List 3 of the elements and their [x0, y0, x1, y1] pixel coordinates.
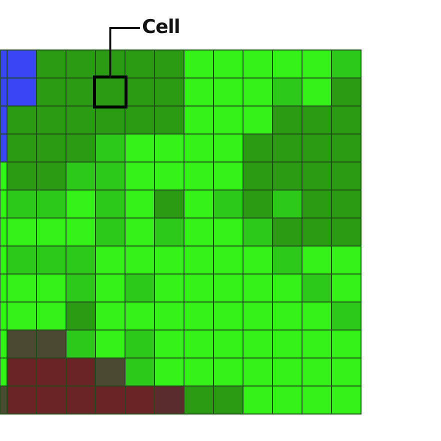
leader-line [109, 27, 140, 78]
callout-label: Cell [142, 16, 180, 38]
highlighted-cell [93, 76, 128, 108]
